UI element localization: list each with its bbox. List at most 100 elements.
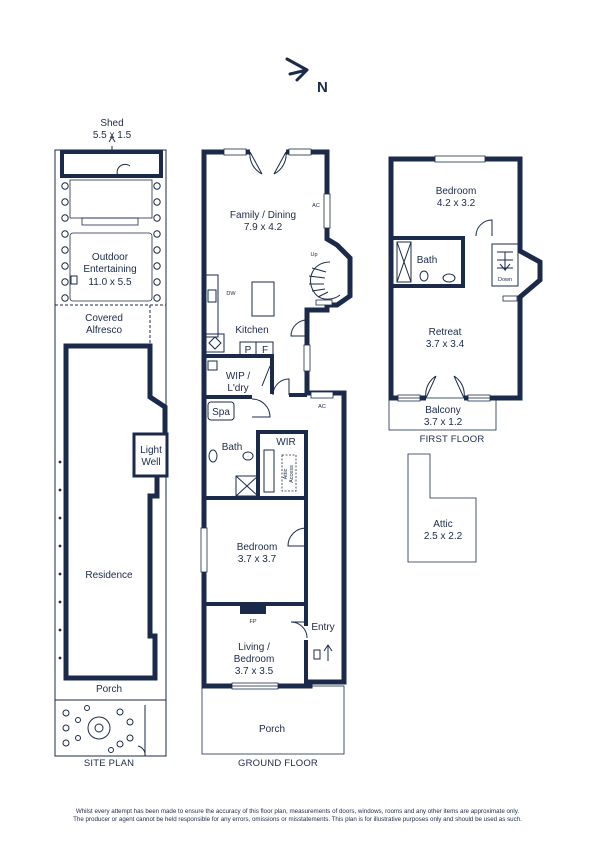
kitchen-label: Kitchen (235, 325, 268, 336)
window-kitchen-side (303, 344, 311, 372)
wall-first-bath-right (461, 236, 465, 286)
first-shower-drain-icon (396, 241, 412, 283)
north-label: N (317, 79, 328, 96)
balcony-door-icon (425, 375, 465, 399)
first-stair-box (491, 243, 519, 287)
disclaimer-line-1: Whilst every attempt has been made to en… (75, 808, 520, 815)
ground-porch (201, 685, 345, 755)
bath-label: Bath (222, 442, 243, 453)
door-hall-icon (272, 378, 290, 396)
family-dining-label: Family / Dining (230, 210, 296, 221)
shed-dims: 5.5 x 1.5 (93, 130, 132, 141)
shed-label: Shed (100, 118, 123, 129)
cooktop-icon (205, 333, 225, 353)
wall-living-entry-upper (304, 606, 308, 626)
window-first-bay (502, 295, 518, 302)
french-door-gap (250, 149, 286, 155)
spa-label: Spa (212, 407, 230, 418)
ground-bedroom-label: Bedroom (237, 542, 278, 553)
ground-porch-label: Porch (259, 724, 285, 735)
door-bath-icon (251, 398, 271, 418)
attic-access-label: Attic (283, 468, 289, 479)
pantry-label: P (245, 345, 252, 356)
wall-bath-bedroom (204, 496, 260, 500)
first-toilet-icon (419, 270, 429, 282)
first-basin-icon (442, 273, 456, 283)
first-bedroom-dims: 4.2 x 3.2 (437, 198, 476, 209)
toilet-icon (242, 451, 254, 461)
first-floor-caption: FIRST FLOOR (420, 434, 485, 445)
wall-wir-bottom (258, 496, 308, 500)
cooktop-burner-icon (208, 336, 222, 350)
basin-icon (208, 449, 218, 463)
site-plan: Outdoor Entertaining 11.0 x 5.5 Shed 5.5… (54, 118, 169, 769)
shed-door-icon (116, 163, 131, 177)
living-label: Living / (238, 642, 270, 653)
first-floor: Bedroom 4.2 x 3.2 Bath Down Retreat 3.7 … (388, 155, 543, 445)
deck-outline (69, 232, 153, 302)
ac-top-label: AC (312, 203, 320, 209)
balcony-outline (388, 397, 497, 431)
shower-drain-icon (235, 475, 259, 497)
attic: Attic 2.5 x 2.2 (407, 453, 477, 563)
covered-label: Covered (85, 313, 123, 324)
wall-wip-right (270, 354, 274, 394)
residence-label: Residence (85, 570, 133, 581)
ac-hall-label: AC (318, 404, 326, 410)
fence-post-icons (58, 460, 62, 660)
bench-icon (81, 217, 139, 226)
wall-wir-right (304, 430, 308, 500)
attic-dims: 2.5 x 2.2 (424, 531, 463, 542)
fridge-label: F (262, 345, 268, 356)
residence-outline (63, 343, 168, 681)
north-arrow-icon (285, 57, 309, 82)
door-first-bedroom-icon (475, 219, 493, 237)
down-arrow-icon (499, 252, 511, 272)
kitchen-island (251, 281, 275, 317)
fireplace-icon (240, 604, 266, 614)
stair-up-label: Up (310, 252, 317, 258)
alfresco-label: Alfresco (86, 325, 123, 336)
window-first-bedroom (434, 155, 486, 163)
dw-label: DW (226, 291, 236, 297)
front-garden-icon (62, 705, 134, 753)
wall-wir-top (258, 430, 308, 434)
wardrobe-icon (263, 449, 275, 493)
window-bay (315, 299, 333, 306)
attic-access-hatch (281, 454, 297, 492)
first-shower-icon (396, 241, 412, 283)
ground-outer-walls (201, 149, 353, 689)
retreat-label: Retreat (429, 327, 462, 338)
stair-icon (308, 261, 341, 300)
plant-icons-right (153, 182, 161, 302)
window-hall (310, 391, 334, 399)
ground-bedroom-dims: 3.7 x 3.7 (238, 554, 277, 565)
shed-outline (60, 150, 163, 178)
first-bedroom-label: Bedroom (436, 186, 477, 197)
bbq-icon (70, 275, 78, 285)
living-bedroom-label: Bedroom (234, 654, 275, 665)
outdoor-dims: 11.0 x 5.5 (88, 277, 132, 288)
wall-wip-bath (204, 395, 252, 399)
wall-first-bath-bottom (391, 284, 465, 288)
window-top-right (288, 148, 312, 156)
shed-arrow-icon (108, 136, 116, 152)
light-well-label-2: Well (141, 457, 160, 468)
entry-label: Entry (311, 622, 334, 633)
retreat-dims: 3.7 x 3.4 (426, 339, 465, 350)
meter-icon (313, 649, 321, 660)
door-bedroom-icon (287, 527, 307, 547)
wall-hall-top (289, 393, 307, 397)
wall-first-bath-top (391, 236, 465, 240)
ldry-label: L'dry (227, 383, 248, 394)
door-wip-icon (261, 365, 271, 387)
attic-access-label-2: Access (289, 465, 295, 483)
laundry-tub-icon (207, 360, 218, 371)
sink-icon (207, 289, 217, 303)
spa-bath-icon (207, 401, 235, 421)
living-dims: 3.7 x 3.5 (235, 666, 274, 677)
wall-kitchen-wip (204, 354, 274, 358)
wir-label: WIR (276, 437, 295, 448)
light-well-outline (132, 432, 169, 478)
